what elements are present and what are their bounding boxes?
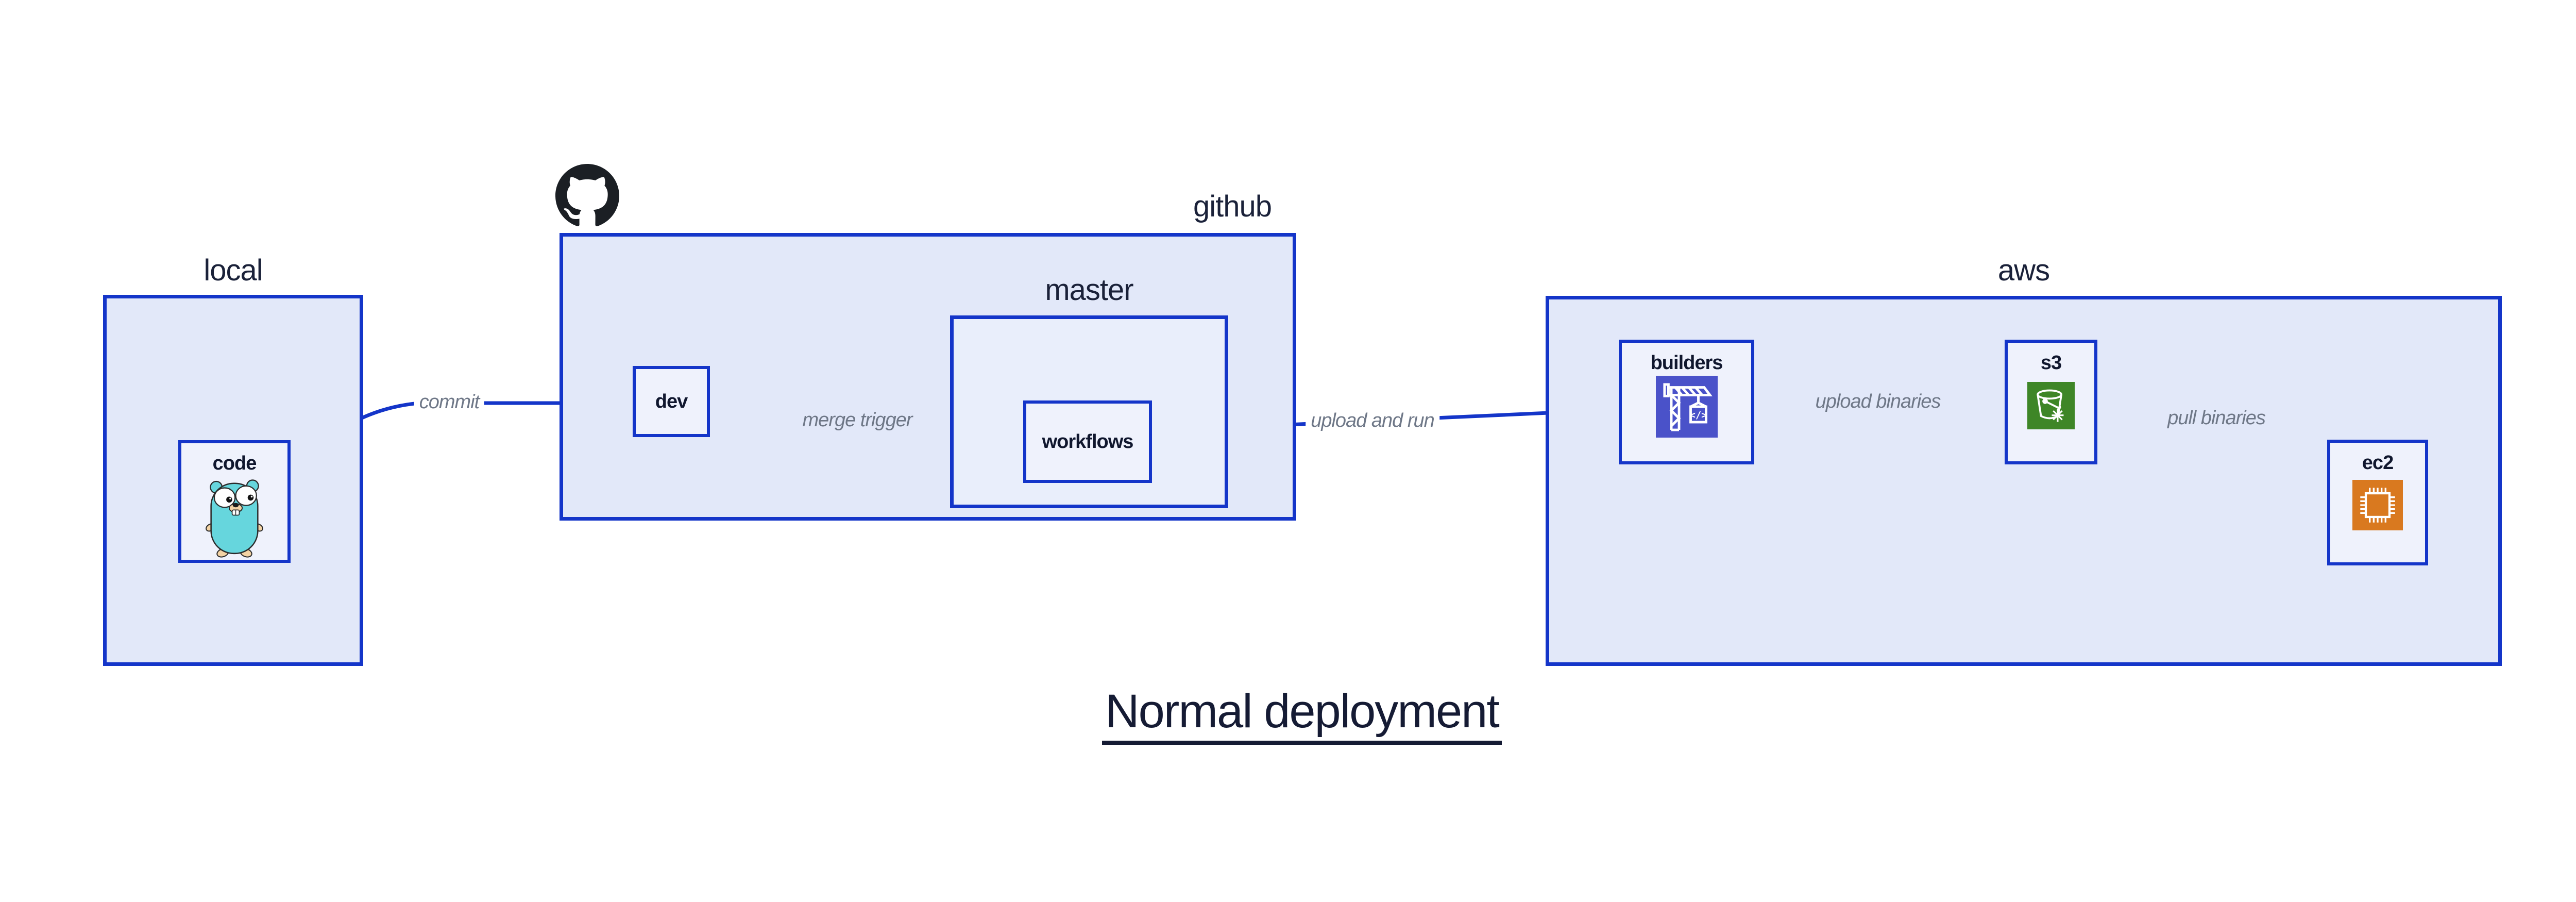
edge-label-commit: commit — [414, 391, 485, 414]
node-label-builders: builders — [1650, 352, 1723, 374]
node-workflows: workflows — [1023, 400, 1152, 483]
edge-label-pull-binaries: pull binaries — [2162, 407, 2270, 430]
go-gopher-icon — [206, 479, 263, 558]
node-s3: s3 — [2005, 340, 2097, 464]
group-label-github: github — [1193, 190, 1272, 223]
node-label-s3: s3 — [2040, 352, 2062, 374]
github-logo-icon — [555, 164, 619, 226]
node-builders: builders </> — [1619, 340, 1754, 464]
node-ec2: ec2 — [2327, 440, 2428, 565]
builders-icon-glyph: </> — [1689, 410, 1707, 421]
diagram-title-text: Normal deployment — [1102, 687, 1502, 745]
node-label-dev: dev — [655, 390, 688, 412]
edge-label-merge-trigger: merge trigger — [797, 409, 918, 432]
node-dev: dev — [633, 366, 710, 437]
codebuild-crane-icon: </> — [1655, 376, 1718, 438]
edge-label-upload-binaries: upload binaries — [1810, 390, 1946, 414]
s3-glacier-bucket-icon — [2027, 382, 2075, 429]
node-label-workflows: workflows — [1042, 430, 1134, 453]
group-label-master: master — [1045, 273, 1133, 307]
ec2-chip-icon — [2352, 480, 2403, 530]
node-label-ec2: ec2 — [2362, 452, 2394, 474]
group-label-local: local — [204, 254, 263, 287]
node-label-code: code — [212, 453, 257, 474]
group-label-aws: aws — [1997, 254, 2050, 287]
edge-label-upload-and-run: upload and run — [1306, 409, 1439, 433]
node-code: code — [178, 440, 291, 563]
diagram-title: Normal deployment — [0, 687, 2576, 745]
